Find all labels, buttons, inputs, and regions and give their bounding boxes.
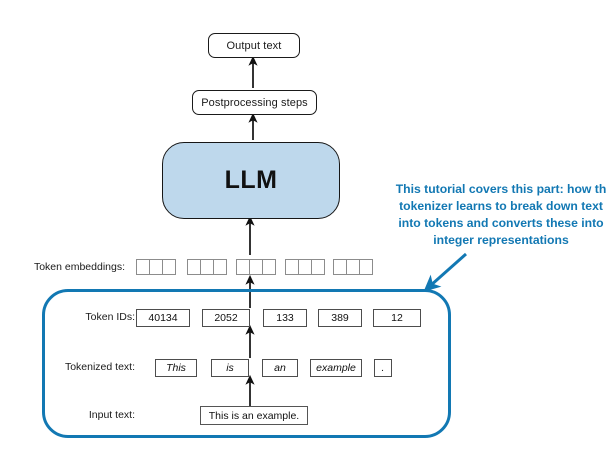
token-id-box: 2052 [202, 309, 250, 327]
token-ids-row-label: Token IDs: [85, 311, 135, 323]
embedding-cell [346, 259, 360, 275]
embedding-group [333, 259, 373, 275]
embedding-cell [187, 259, 201, 275]
embedding-group [236, 259, 276, 275]
tutorial-annotation: This tutorial covers this part: how th t… [376, 181, 616, 249]
embedding-cell [262, 259, 276, 275]
token-id-box: 40134 [136, 309, 190, 327]
token-text-box: example [310, 359, 362, 377]
token-id-box: 133 [263, 309, 307, 327]
embedding-group [285, 259, 325, 275]
postprocessing-box: Postprocessing steps [192, 90, 317, 115]
embedding-cell [213, 259, 227, 275]
token-id-box: 12 [373, 309, 421, 327]
annotation-line-3: into tokens and converts these into [398, 216, 604, 230]
annotation-line-4: integer representations [433, 233, 569, 247]
annotation-pointer-arrow [423, 252, 467, 292]
embedding-cell [359, 259, 373, 275]
embedding-cell [333, 259, 347, 275]
embedding-cell [162, 259, 176, 275]
embedding-group [136, 259, 176, 275]
output-text-label: Output text [226, 39, 282, 52]
embedding-cell [136, 259, 150, 275]
token-embeddings-row-label: Token embeddings: [33, 261, 125, 273]
postprocessing-label: Postprocessing steps [201, 96, 308, 109]
tokenized-text-row-label: Tokenized text: [64, 361, 135, 373]
embedding-cell [298, 259, 312, 275]
token-text-box: an [262, 359, 298, 377]
llm-label: LLM [224, 166, 278, 194]
embedding-cell [285, 259, 299, 275]
embedding-cell [249, 259, 263, 275]
token-text-box: is [211, 359, 249, 377]
input-text-box: This is an example. [200, 406, 308, 425]
embedding-cell [200, 259, 214, 275]
embedding-cell [236, 259, 250, 275]
input-text-row-label: Input text: [88, 409, 135, 421]
token-id-box: 389 [318, 309, 362, 327]
output-text-box: Output text [208, 33, 300, 58]
annotation-line-1: This tutorial covers this part: how th [395, 182, 607, 196]
embedding-group [187, 259, 227, 275]
annotation-line-2: tokenizer learns to break down text [399, 199, 603, 213]
embedding-cell [149, 259, 163, 275]
token-text-box: . [374, 359, 392, 377]
llm-box: LLM [162, 142, 340, 219]
token-text-box: This [155, 359, 197, 377]
embedding-cell [311, 259, 325, 275]
